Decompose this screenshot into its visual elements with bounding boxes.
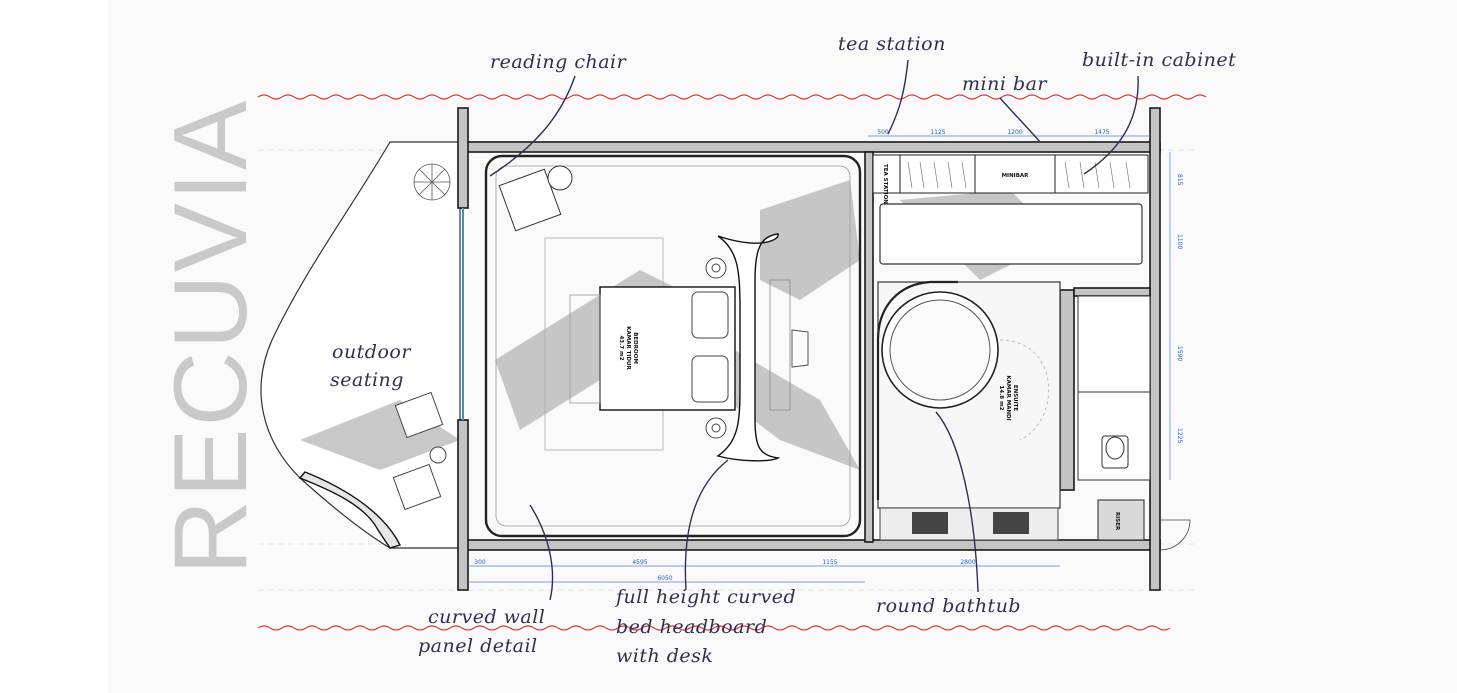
bedroom-inner-outline [495,165,851,527]
svg-text:1125: 1125 [930,129,945,136]
curved-panel-outdoor [298,471,401,549]
svg-text:1155: 1155 [822,559,837,566]
annotation-curved-wall: curved wall panel detail [418,504,554,657]
walls [457,107,1161,591]
annotation-round-bathtub: round bathtub [876,411,1021,617]
svg-text:panel detail: panel detail [418,635,538,657]
svg-text:BEDROOM: BEDROOM [632,332,638,364]
break-line-top [257,94,1207,100]
vanity-counter [879,507,1059,541]
svg-text:1200: 1200 [1007,129,1022,136]
wardrobe [879,203,1143,265]
annotation-outdoor-seating: outdoor seating [330,341,412,391]
annotation-built-in-cabinet: built-in cabinet [1082,49,1236,175]
annotation-mini-bar: mini bar [962,73,1048,143]
svg-text:4595: 4595 [632,559,647,566]
svg-text:RISER: RISER [1114,512,1120,531]
ensuite-label: ENSUITE KAMAR MANDI 14.8 m2 [998,375,1018,420]
annotation-headboard: full height curved bed headboard with de… [614,459,796,667]
svg-text:ENSUITE: ENSUITE [1012,385,1018,412]
svg-text:MINIBAR: MINIBAR [1002,173,1030,179]
millwork-strip: TEA STATION MINIBAR [872,154,1149,204]
svg-text:6050: 6050 [657,575,672,582]
ensuite-curved-wall [876,280,958,500]
svg-text:full height curved: full height curved [614,586,796,608]
desk [769,279,791,411]
desk-chair [791,329,809,368]
outdoor-chairs [392,391,447,511]
svg-text:seating: seating [330,369,404,391]
svg-text:14.8 m2: 14.8 m2 [998,385,1004,410]
svg-text:built-in cabinet: built-in cabinet [1082,49,1236,71]
entry-door [1159,519,1191,551]
svg-text:curved wall: curved wall [428,606,545,628]
basin-1 [912,512,948,534]
annotation-reading-chair: reading chair [489,51,628,177]
bed-throw [569,294,601,404]
shower-cubicle [1077,295,1151,393]
pillow-2 [691,355,729,403]
svg-text:TEA STATION: TEA STATION [882,164,888,204]
svg-text:with desk: with desk [616,645,713,667]
dimensions-right: 815 1100 1590 1225 [1169,152,1183,480]
svg-text:1590: 1590 [1176,346,1183,361]
pillow-1 [691,291,729,339]
svg-text:outdoor: outdoor [332,341,412,363]
svg-text:500: 500 [877,129,889,136]
svg-text:1100: 1100 [1176,234,1183,249]
bedroom-label: BEDROOM KAMAR TIDUR 43.7 m2 [618,326,638,370]
svg-text:KAMAR TIDUR: KAMAR TIDUR [625,326,631,370]
palm-plant [413,163,451,201]
curved-headboard-desk [716,233,781,462]
svg-text:round bathtub: round bathtub [876,595,1021,617]
svg-text:2800: 2800 [960,559,975,566]
svg-text:300: 300 [474,559,486,566]
svg-text:bed headboard: bed headboard [616,616,767,638]
bedroom-panel-wall [484,154,862,538]
svg-text:1475: 1475 [1094,129,1109,136]
svg-text:KAMAR MANDI: KAMAR MANDI [1005,375,1011,420]
svg-text:mini bar: mini bar [962,73,1048,95]
svg-text:reading chair: reading chair [490,51,628,73]
basin-2 [993,512,1029,534]
svg-text:1225: 1225 [1176,428,1183,443]
brand-wordmark: RECUVIA [153,99,269,575]
dimensions-top: 500 1125 1200 1475 [868,129,1150,137]
bedside-lamps [705,257,727,439]
svg-text:tea station: tea station [838,33,946,55]
svg-text:43.7 m2: 43.7 m2 [618,335,624,360]
toilet [1101,435,1129,469]
riser [1097,499,1145,541]
svg-text:815: 815 [1176,174,1183,186]
reading-chair [498,165,573,232]
annotation-tea-station: tea station [838,33,946,135]
shower-swing [999,339,1050,441]
dimensions-bottom: 300 4595 1155 2800 6050 [468,559,1060,583]
break-line-bottom [257,625,1171,631]
